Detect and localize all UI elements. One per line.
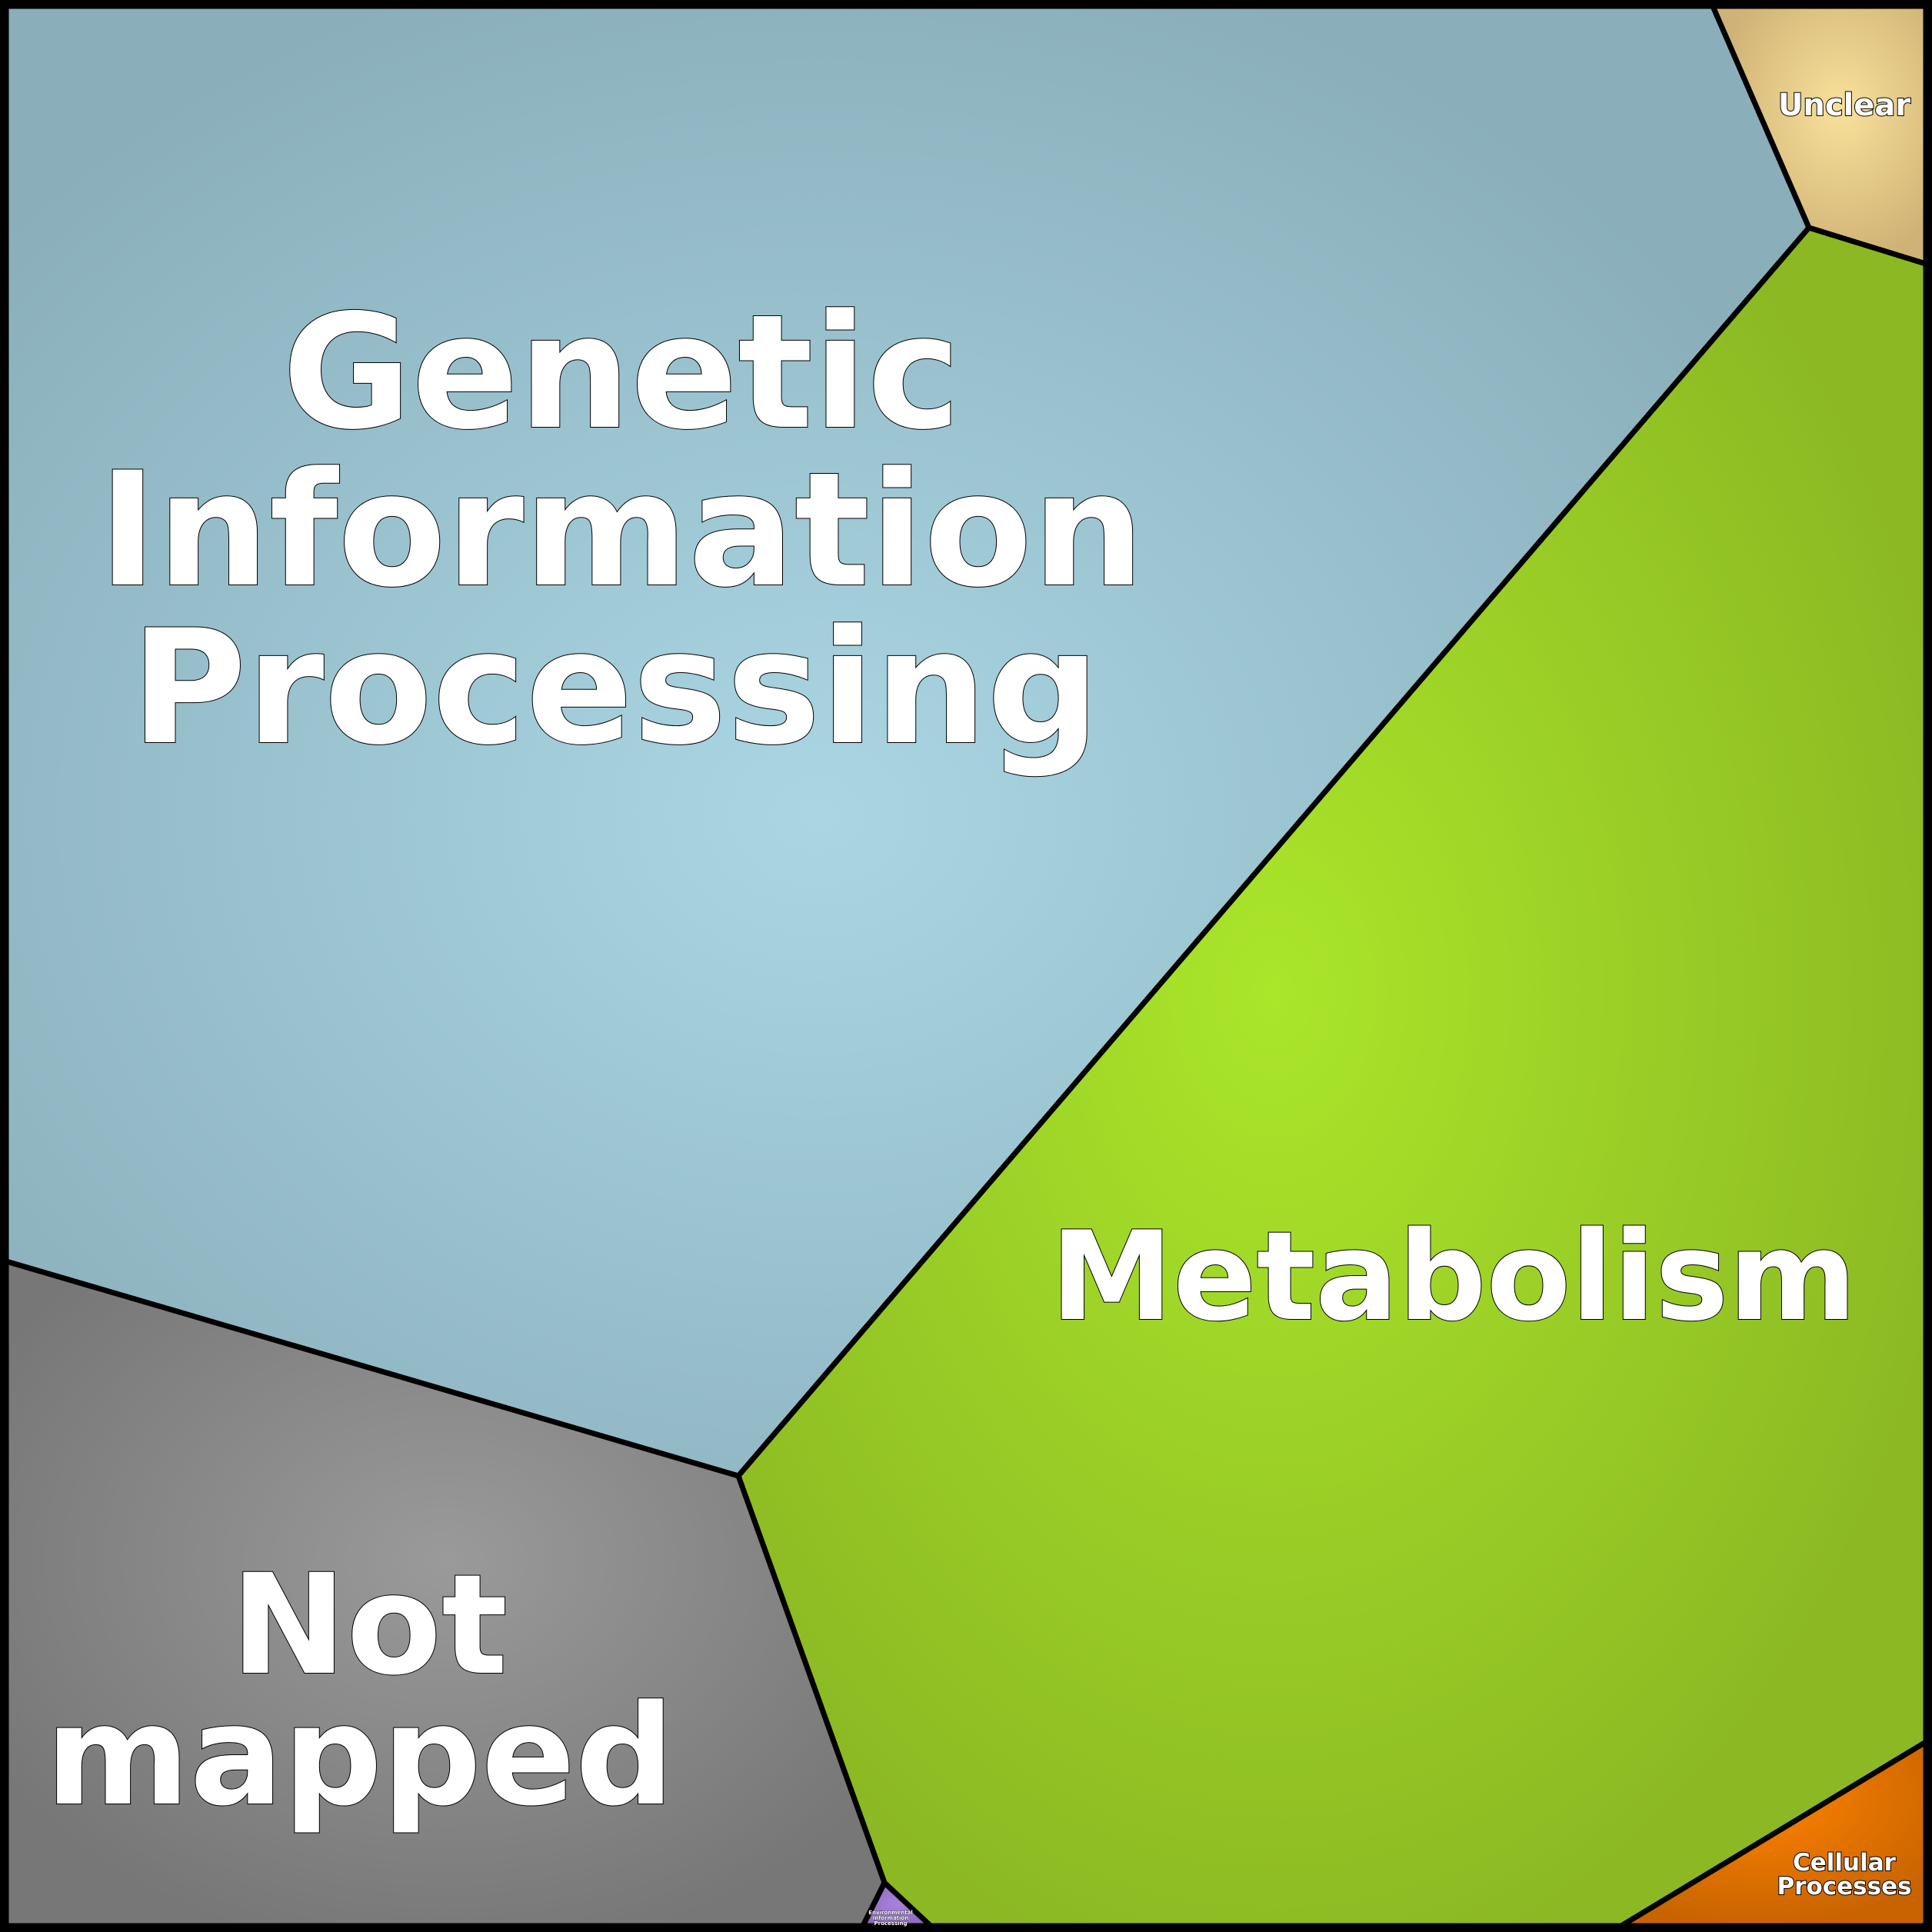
label-line: Processing bbox=[131, 597, 1100, 780]
label-metabolism: Metabolism bbox=[1051, 1204, 1857, 1348]
label-line: Not bbox=[231, 1545, 508, 1706]
label-line: Processing bbox=[874, 1920, 907, 1927]
label-cellular-processes: Cellular Processes bbox=[1776, 1848, 1912, 1901]
label-line: mapped bbox=[45, 1676, 675, 1837]
label-line: Processes bbox=[1777, 1873, 1911, 1900]
label-line: Information bbox=[98, 439, 1144, 622]
label-environmental: Environmental Information Processing bbox=[868, 1910, 913, 1927]
label-line: Information bbox=[873, 1915, 908, 1921]
label-not-mapped: Not mapped bbox=[45, 1544, 675, 1837]
label-unclear: Unclear bbox=[1778, 88, 1911, 123]
label-genetic: Genetic Information Processing bbox=[98, 281, 1145, 781]
label-line: Cellular bbox=[1793, 1849, 1897, 1877]
label-line: Environmental bbox=[868, 1910, 912, 1916]
label-line: Genetic bbox=[282, 281, 961, 465]
